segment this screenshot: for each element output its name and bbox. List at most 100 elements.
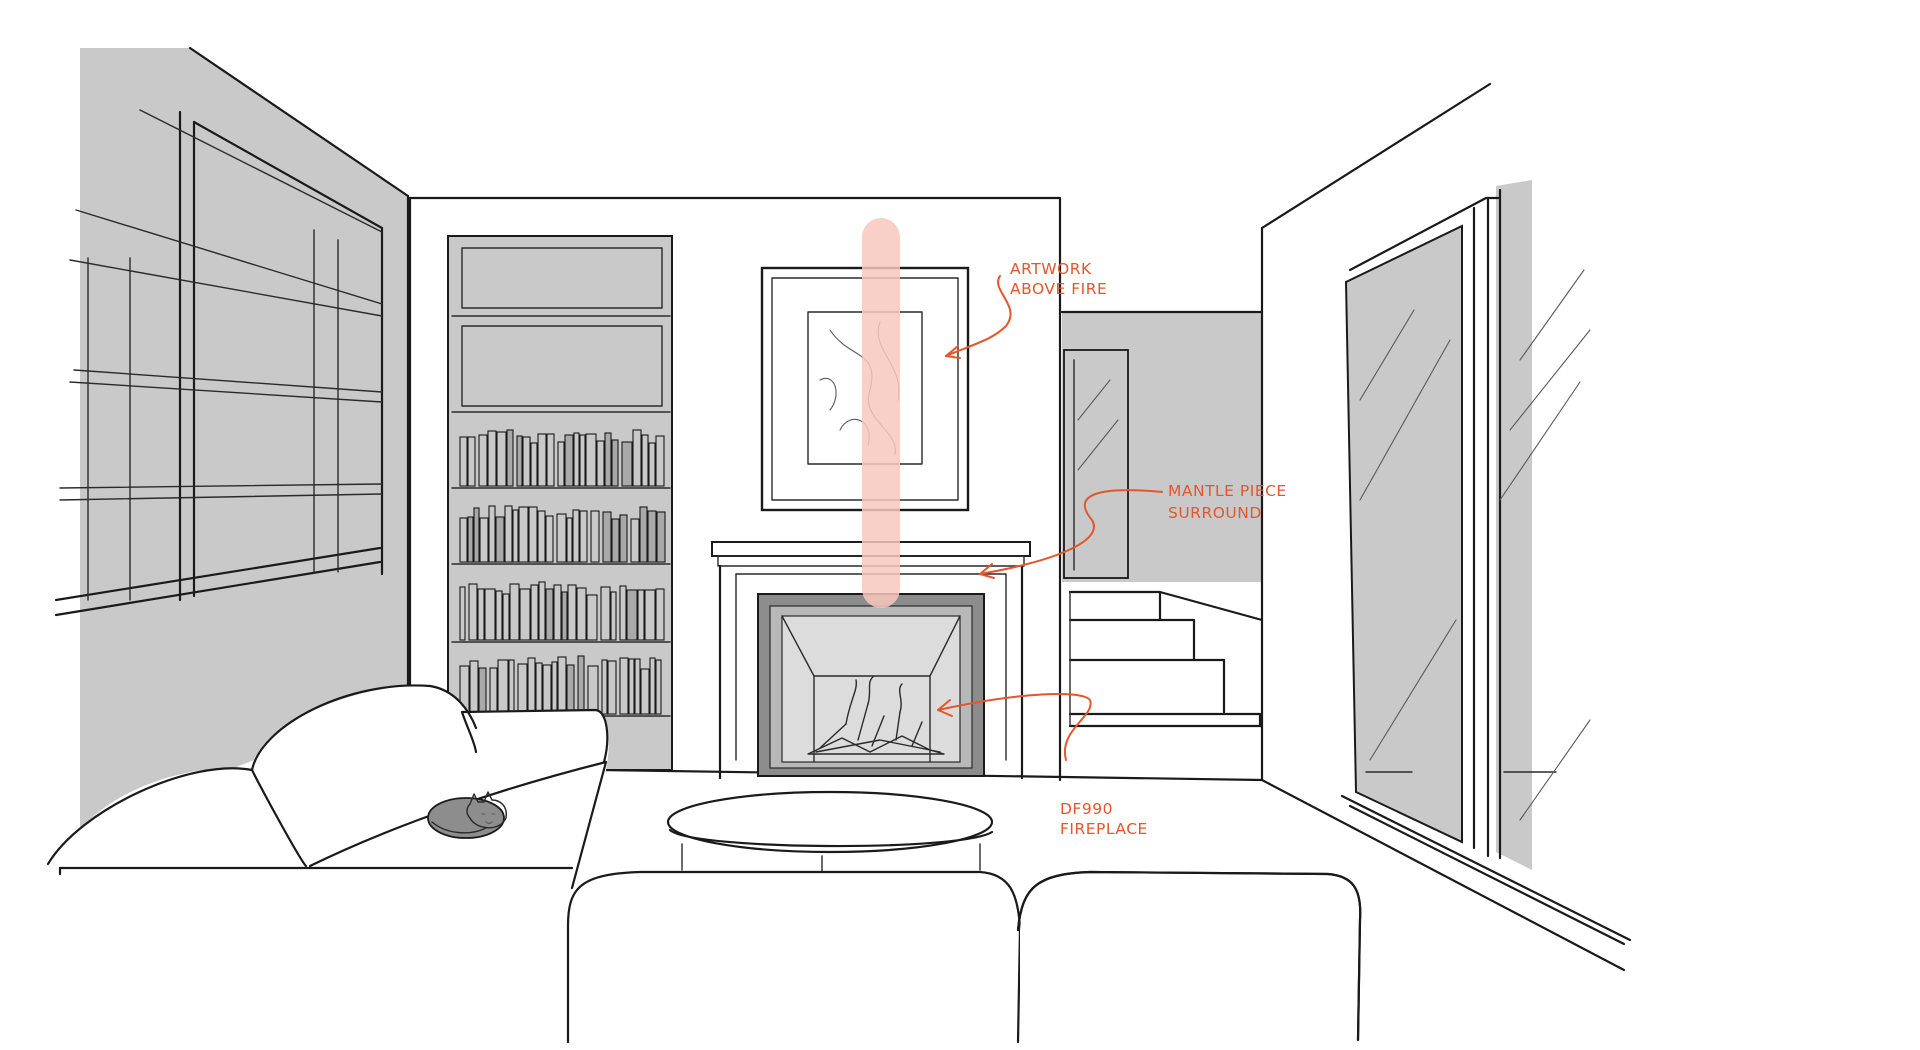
book-spine — [459, 436, 468, 487]
stair-alcove — [1060, 310, 1264, 728]
book-spine — [484, 588, 496, 641]
book-spine — [535, 662, 543, 715]
book-spine — [648, 442, 656, 487]
book-spine — [610, 591, 617, 641]
book-spine — [477, 588, 485, 641]
book-spine — [626, 589, 638, 641]
book-spine — [522, 436, 531, 487]
left-wall — [54, 46, 410, 828]
book-spine — [655, 435, 665, 487]
book-spine — [564, 434, 574, 487]
book-spine — [478, 434, 488, 487]
book-spine — [530, 442, 538, 487]
book-spine — [509, 583, 520, 641]
book-spine — [504, 505, 513, 563]
book-spine — [630, 518, 640, 563]
svg-text:ARTWORK: ARTWORK — [1010, 260, 1092, 278]
book-spine — [495, 516, 505, 563]
book-spine — [487, 430, 497, 487]
book-spine — [634, 658, 641, 715]
book-spine — [497, 659, 509, 715]
annotation-fireplace-line2: FIREPLACE — [1060, 820, 1148, 838]
book-spine — [607, 660, 617, 715]
book-spine — [579, 434, 586, 487]
annotation-artwork-line2: ABOVE FIRE — [1010, 280, 1107, 298]
book-spine — [600, 586, 611, 641]
book-spine — [632, 429, 642, 487]
book-spine — [489, 667, 498, 715]
bookcase — [447, 235, 673, 771]
book-spine — [545, 515, 554, 563]
book-spine — [512, 509, 519, 563]
book-spine — [528, 506, 538, 563]
cat-on-sofa — [427, 791, 507, 839]
book-spine — [655, 659, 662, 715]
book-spine — [655, 588, 665, 641]
annotation-fireplace: DF990 FIREPLACE — [937, 693, 1148, 838]
book-spine — [459, 517, 468, 563]
book-spine — [590, 510, 600, 563]
book-spine — [586, 594, 598, 641]
book-spine — [641, 434, 649, 487]
annotation-mantle: MANTLE PIECE SURROUND — [979, 482, 1287, 579]
book-spine — [579, 510, 588, 563]
svg-text:SURROUND: SURROUND — [1168, 504, 1262, 522]
annotation-mantle-line2: SURROUND — [1168, 504, 1262, 522]
book-spine — [479, 517, 489, 563]
book-spine — [585, 433, 597, 487]
book-spine — [644, 589, 656, 641]
annotation-mantle-line1: MANTLE PIECE — [1168, 482, 1287, 500]
book-spine — [516, 435, 523, 487]
svg-text:MANTLE PIECE: MANTLE PIECE — [1168, 482, 1287, 500]
book-spine — [527, 657, 536, 715]
book-spine — [619, 585, 627, 641]
book-spine — [556, 513, 567, 563]
svg-text:ABOVE FIRE: ABOVE FIRE — [1010, 280, 1107, 298]
book-spine — [640, 668, 650, 715]
staircase — [1068, 590, 1264, 728]
book-spine — [553, 584, 562, 641]
book-spine — [639, 506, 648, 563]
svg-text:FIREPLACE: FIREPLACE — [1060, 820, 1148, 838]
book-spine — [557, 441, 565, 487]
book-spine — [573, 432, 580, 487]
book-spine — [537, 433, 547, 487]
book-spine — [567, 584, 577, 641]
book-spine — [628, 658, 635, 715]
book-spine — [517, 663, 528, 715]
book-spine — [602, 511, 612, 563]
book-spine — [637, 589, 645, 641]
book-spine — [468, 583, 478, 641]
book-spine — [576, 587, 587, 641]
book-spine — [508, 659, 515, 715]
book-spine — [469, 660, 479, 715]
book-spine — [467, 516, 474, 563]
book-spine — [649, 657, 656, 715]
book-spine — [542, 664, 552, 715]
left-wall-shelving — [54, 109, 384, 617]
book-spine — [496, 431, 507, 487]
book-spine — [621, 441, 633, 487]
book-spine — [619, 514, 628, 563]
book-spine — [530, 584, 539, 641]
book-spine — [566, 664, 575, 715]
book-spine — [546, 433, 555, 487]
book-spine — [495, 590, 503, 641]
coffee-table — [666, 790, 994, 873]
annotation-artwork: ARTWORK ABOVE FIRE — [945, 260, 1107, 359]
book-spine — [518, 506, 529, 563]
book-spine — [551, 661, 558, 715]
book-spine — [619, 657, 629, 715]
svg-text:DF990: DF990 — [1060, 800, 1113, 818]
log-set — [807, 675, 945, 755]
book-spine — [656, 511, 666, 563]
book-spine — [478, 667, 487, 715]
book-spine — [538, 581, 546, 641]
flue-highlight — [862, 218, 900, 608]
right-wall — [1260, 82, 1626, 972]
annotation-artwork-line1: ARTWORK — [1010, 260, 1092, 278]
book-spine — [502, 593, 510, 641]
sliding-door — [1340, 188, 1632, 946]
book-spine — [604, 432, 612, 487]
